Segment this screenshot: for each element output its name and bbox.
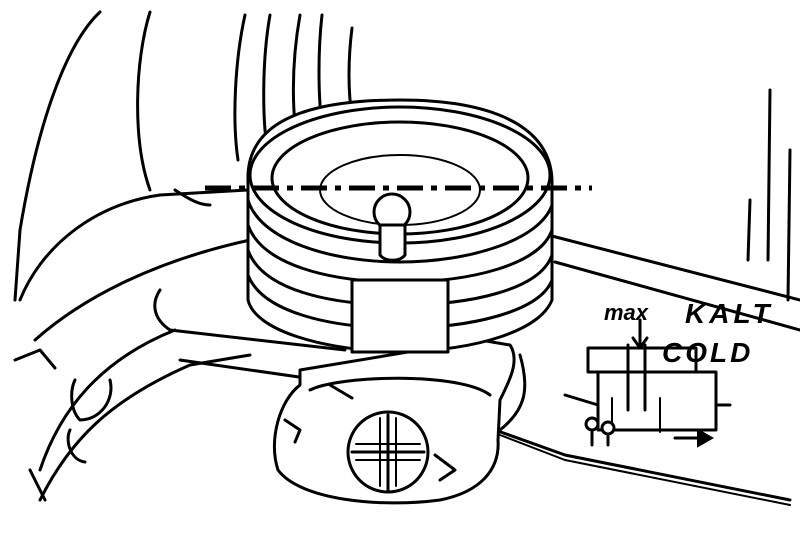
level-gauge-icon [563, 318, 732, 433]
reservoir-housing [13, 188, 800, 506]
arrow-right-icon [673, 428, 715, 448]
max-label: max [604, 300, 649, 325]
mounting-bracket-icon [273, 338, 516, 505]
cold-label: COLD [662, 337, 753, 368]
reservoir-cap-icon [246, 98, 554, 354]
background-lines [13, 10, 792, 302]
level-indicator-icon [584, 416, 616, 447]
kalt-label: KALT [685, 298, 774, 329]
